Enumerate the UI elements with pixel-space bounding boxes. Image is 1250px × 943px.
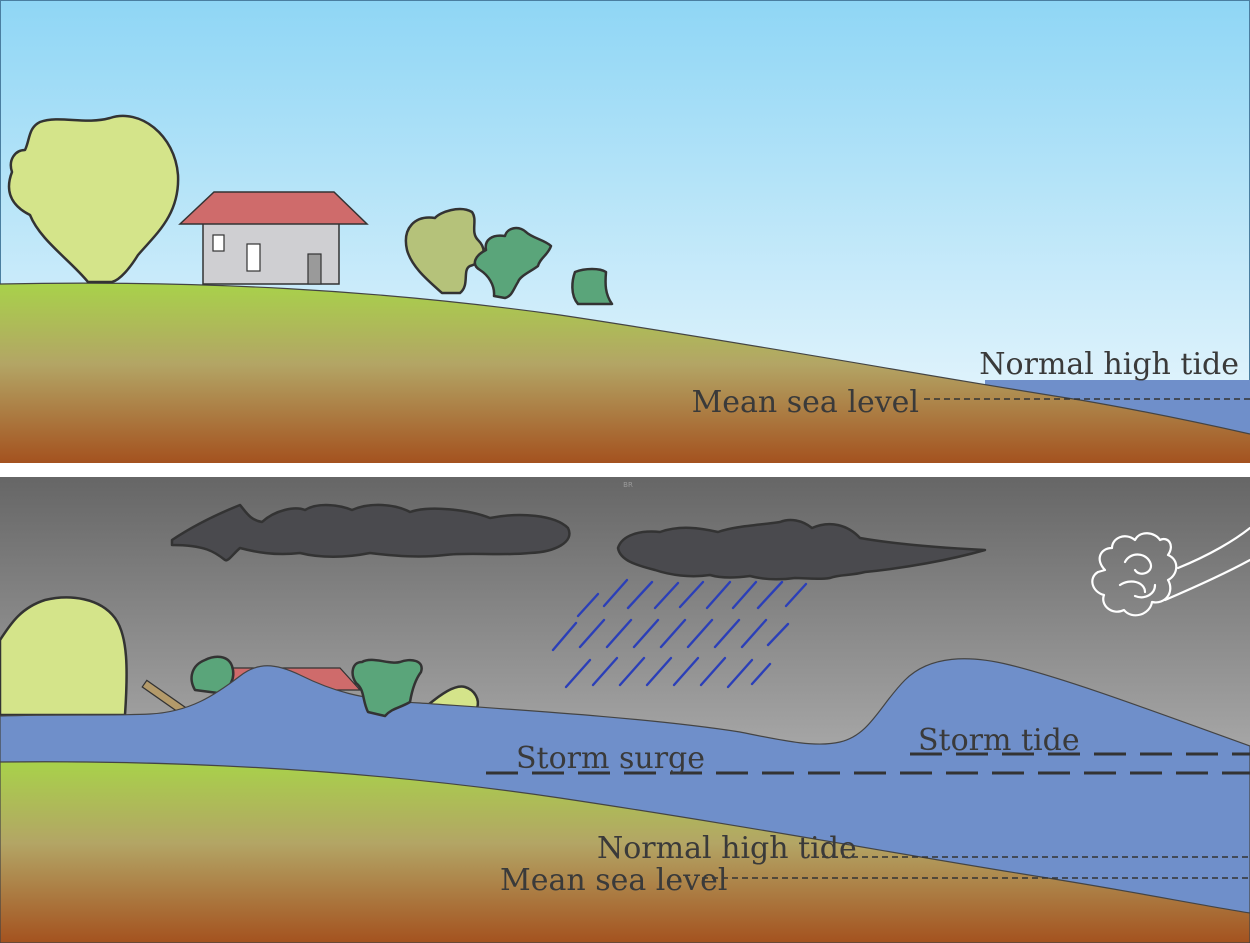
wind-icon — [1091, 526, 1250, 617]
normal-conditions-panel: Normal high tide Mean sea level — [0, 0, 1250, 463]
storm-cloud-icon — [170, 503, 571, 562]
normal-high-tide-label: Normal high tide — [979, 347, 1239, 382]
tree-icon — [7, 114, 180, 284]
bush-icon — [473, 226, 553, 300]
ground — [0, 283, 1250, 463]
house-icon — [178, 191, 369, 285]
storm-conditions-panel: BR — [0, 477, 1250, 943]
tree-icon — [0, 596, 128, 717]
bush-icon — [404, 207, 485, 295]
mean-sea-level-label: Mean sea level — [692, 385, 919, 420]
normal-high-tide-label: Normal high tide — [597, 831, 857, 866]
mean-sea-level-label: Mean sea level — [500, 863, 727, 898]
rain — [551, 578, 808, 689]
bush-icon — [571, 267, 614, 306]
ground-outline — [0, 282, 1250, 435]
bush-icon — [426, 685, 480, 710]
ground — [0, 761, 1250, 943]
storm-cloud-icon — [616, 518, 987, 581]
storm-tide-label: Storm tide — [918, 723, 1080, 758]
panel-divider — [0, 463, 1250, 477]
author-signature: BR — [623, 481, 633, 489]
bush-icon — [351, 658, 423, 718]
storm-surge-label: Storm surge — [516, 741, 705, 776]
